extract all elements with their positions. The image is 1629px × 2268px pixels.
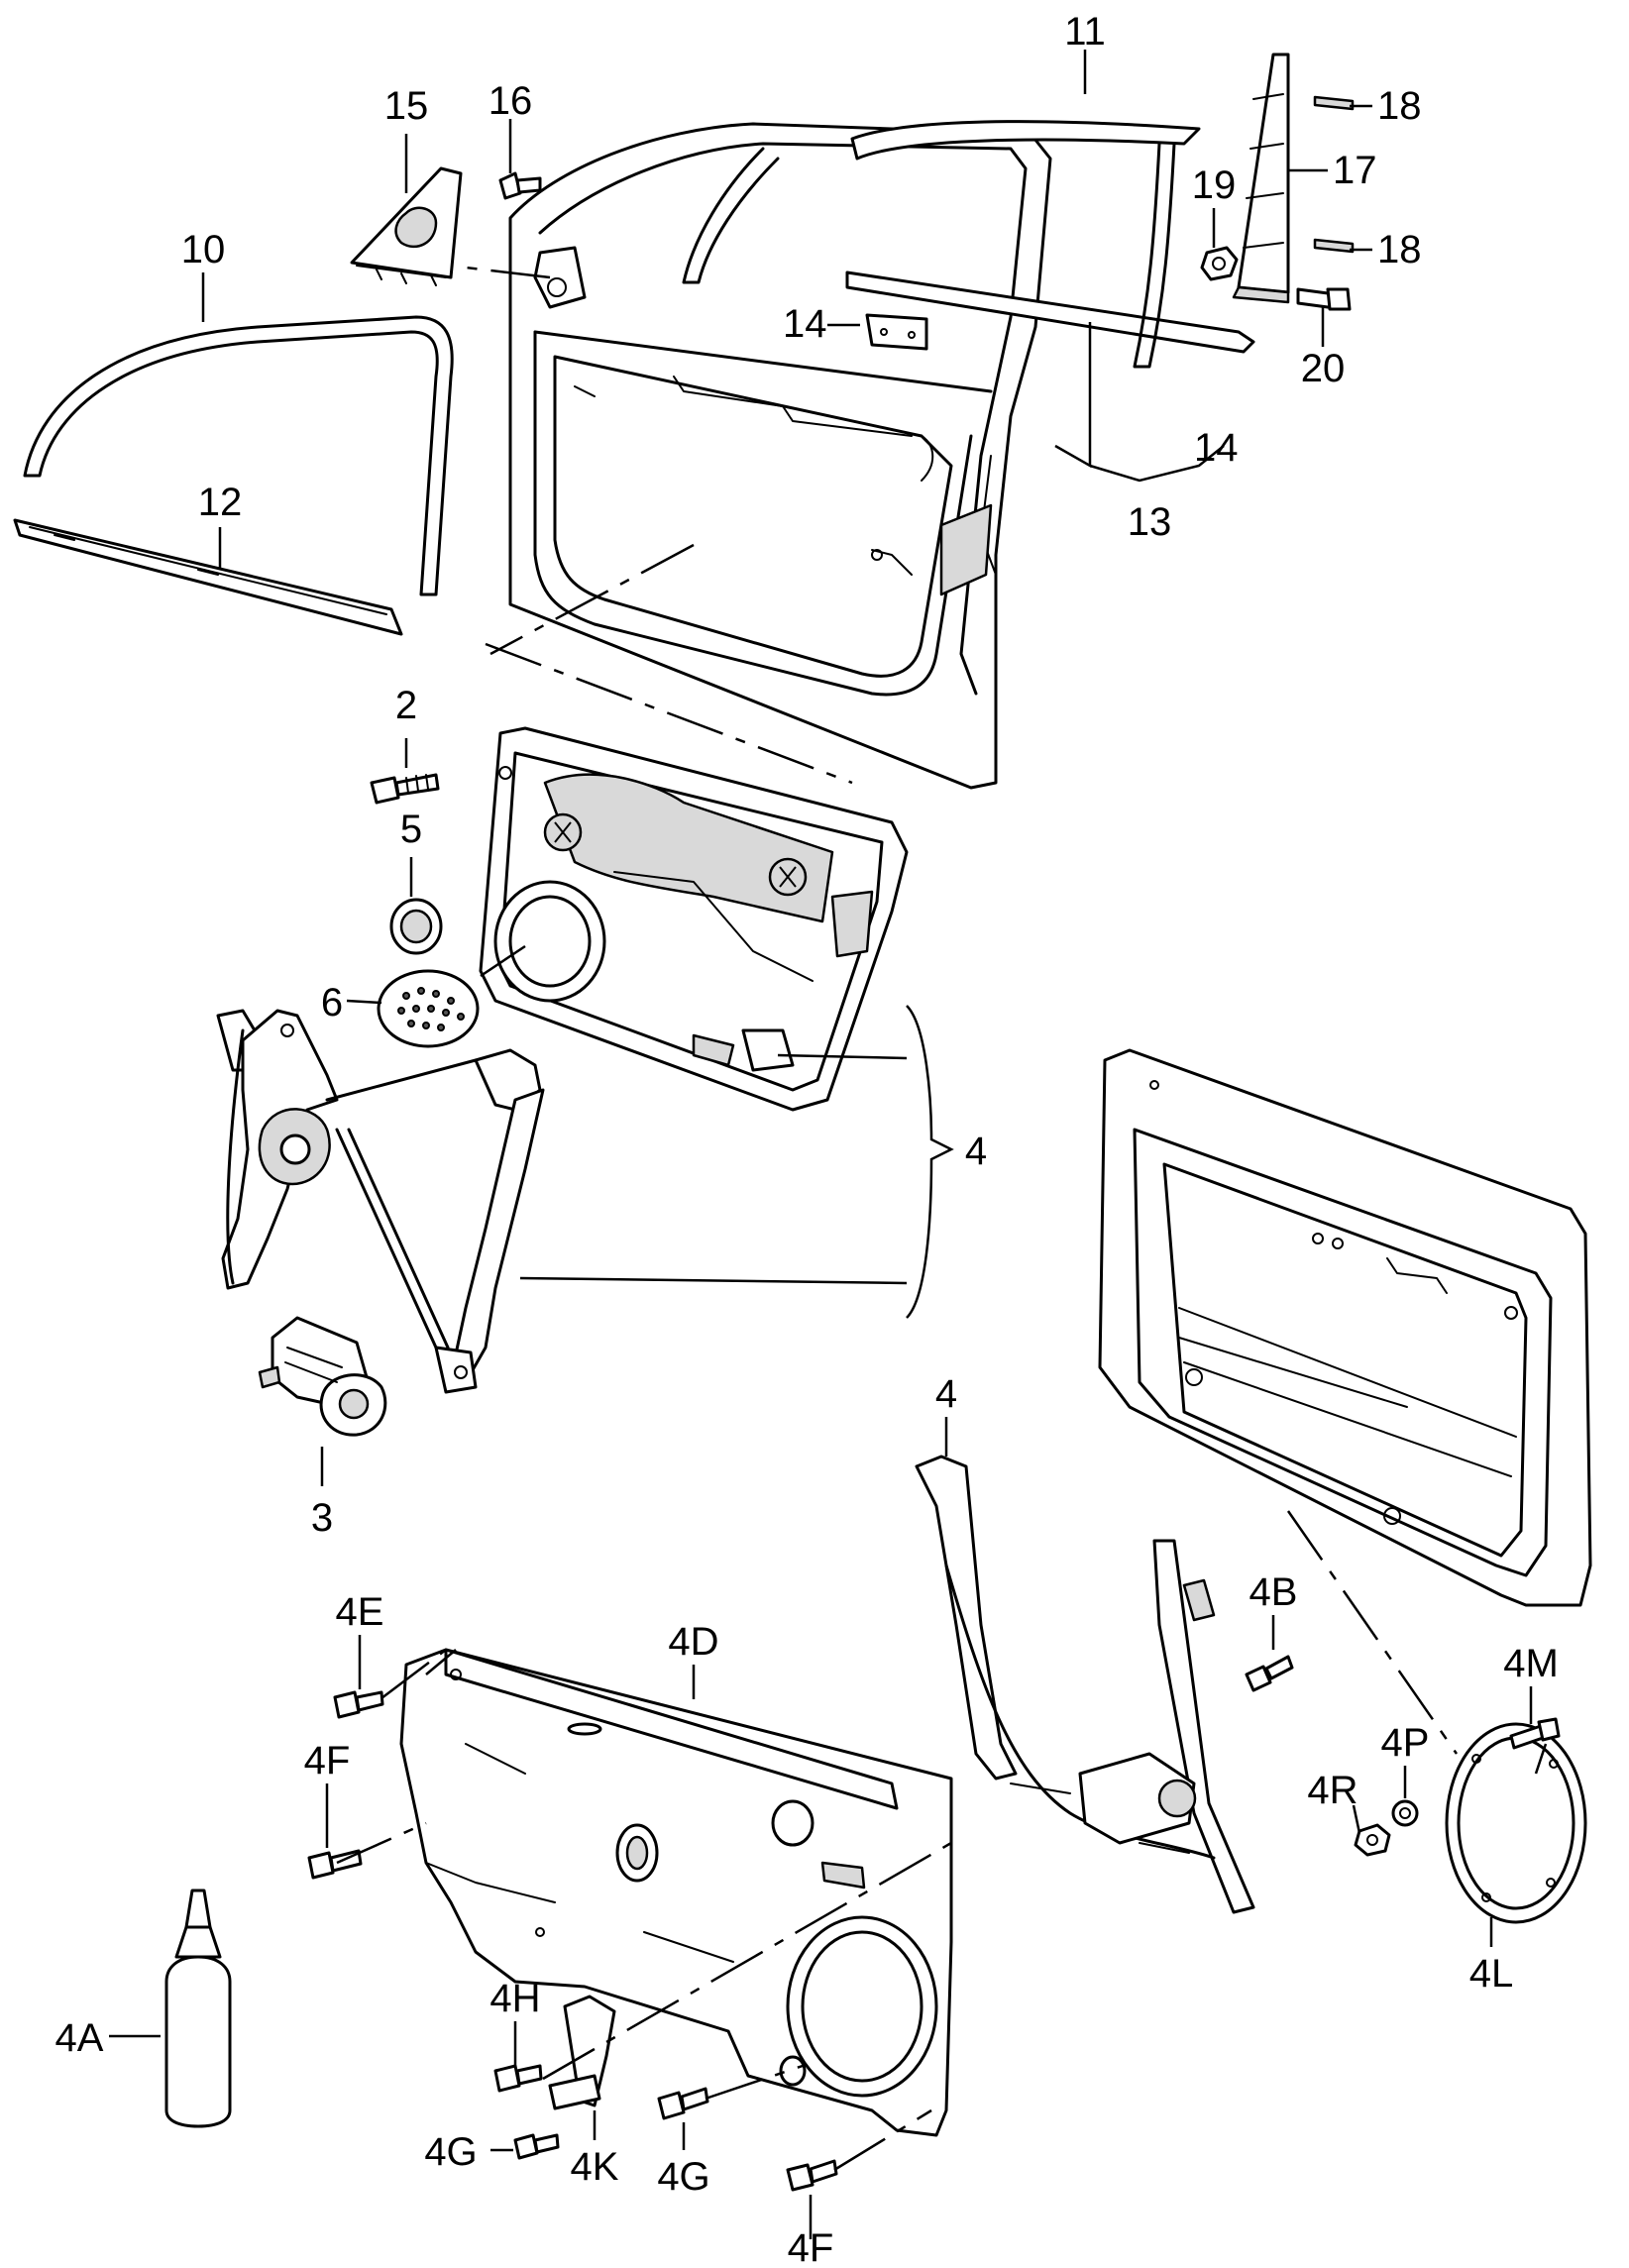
bolt-4F-bottom <box>786 2159 838 2192</box>
label-18-top: 18 <box>1377 84 1422 128</box>
label-4R: 4R <box>1307 1769 1358 1812</box>
speaker-grille-6 <box>377 969 480 1048</box>
plug-5 <box>389 898 443 955</box>
label-2: 2 <box>395 684 417 727</box>
belt-strip-12 <box>13 518 403 636</box>
screw-4B <box>1245 1655 1294 1692</box>
label-3: 3 <box>311 1496 333 1540</box>
label-4F-bottom: 4F <box>788 2226 834 2268</box>
window-regulator <box>216 1009 545 1394</box>
grille-holes <box>397 987 465 1031</box>
label-4F-left: 4F <box>304 1739 351 1782</box>
sealant-bottle-4A <box>164 1889 232 2128</box>
window-seal-10 <box>23 315 454 596</box>
bracket-4K <box>548 1995 616 2110</box>
leader-lines <box>109 50 1533 2239</box>
label-4D: 4D <box>668 1620 718 1664</box>
label-4H: 4H <box>489 1977 540 2020</box>
label-4-brace: 4 <box>965 1130 987 1173</box>
regulator-rails <box>915 1455 1255 1914</box>
washer-4P <box>1391 1799 1419 1827</box>
clip-16 <box>498 171 542 200</box>
screw-20 <box>1296 287 1352 311</box>
label-18-bottom: 18 <box>1377 228 1422 271</box>
label-4K: 4K <box>571 2145 619 2189</box>
label-11: 11 <box>1064 10 1106 54</box>
door-shell <box>508 120 1255 790</box>
dash-lines <box>336 266 1548 2172</box>
label-12: 12 <box>198 481 243 524</box>
label-6: 6 <box>321 981 343 1025</box>
label-4G-left: 4G <box>424 2130 477 2174</box>
label-4M: 4M <box>1503 1642 1559 1685</box>
mirror-trim-15 <box>350 166 463 286</box>
label-14-door: 14 <box>783 302 827 346</box>
label-16: 16 <box>489 79 533 123</box>
label-4B: 4B <box>1249 1570 1298 1614</box>
inner-sheet-4D <box>399 1648 953 2137</box>
inner-door-panel <box>479 726 909 1112</box>
label-4E: 4E <box>336 1590 384 1634</box>
bolt-4G-left <box>513 2133 560 2160</box>
tape-18 <box>1313 95 1355 254</box>
label-20: 20 <box>1301 347 1346 390</box>
label-17: 17 <box>1333 149 1377 192</box>
right-door-shell <box>1098 1048 1592 1607</box>
pillar-trim-17 <box>1232 53 1290 304</box>
bolt-4H <box>493 2064 543 2093</box>
label-19: 19 <box>1192 163 1237 207</box>
label-10: 10 <box>181 228 226 271</box>
label-4A: 4A <box>55 2016 104 2060</box>
window-motor-3 <box>258 1316 387 1437</box>
label-14-rail: 14 <box>1194 426 1239 470</box>
label-4G-right: 4G <box>657 2155 709 2199</box>
label-4L: 4L <box>1469 1952 1514 1996</box>
callout-labels: 11 15 16 18 17 19 18 10 14 20 14 12 13 2… <box>55 10 1559 2268</box>
label-5: 5 <box>400 808 422 851</box>
screw-2 <box>370 773 440 805</box>
label-4P: 4P <box>1381 1721 1430 1765</box>
label-13: 13 <box>1128 500 1172 544</box>
label-15: 15 <box>384 84 429 128</box>
bolt-4E <box>333 1690 384 1719</box>
speaker-ring-4L <box>1445 1722 1587 1924</box>
bolt-4M <box>1509 1717 1561 1750</box>
nut-19 <box>1200 246 1239 281</box>
bolt-4G-right <box>657 2087 709 2120</box>
nut-4R <box>1354 1823 1391 1857</box>
label-4-rails: 4 <box>935 1372 957 1416</box>
